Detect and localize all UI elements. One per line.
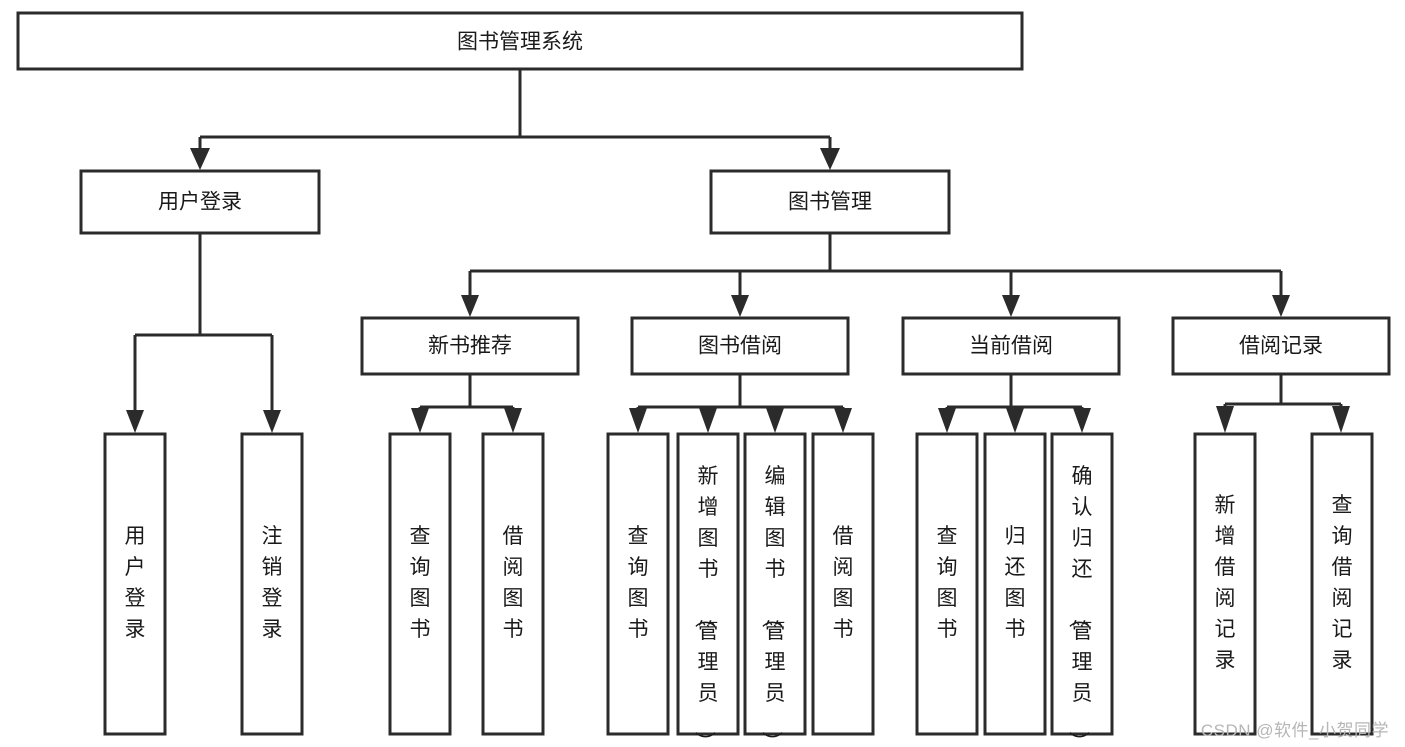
arrowhead-leaf-borrow-book-2 [834,408,852,433]
node-leaf-user-login[interactable]: 用户登录 [103,432,167,736]
node-leaf-user-login-label: 用户登录 [125,525,146,641]
arrowhead-leaf-query-record [1332,406,1350,433]
node-current-borrow[interactable]: 当前借阅 [901,316,1121,376]
node-leaf-borrow-book-1-label: 借阅图书 [503,525,524,641]
arrowhead-user-login [190,148,210,170]
arrowhead-leaf-confirm-return [1073,408,1091,433]
node-leaf-return-book-box[interactable] [983,432,1047,736]
arrowhead-new-book-rec [461,295,479,317]
arrowhead-leaf-return-book [1006,408,1024,433]
node-new-book-rec-label: 新书推荐 [428,335,512,358]
arrowhead-leaf-query-book-1 [411,408,429,433]
node-leaf-return-book-label: 归还图书 [1005,525,1026,641]
node-leaf-query-book-1-box[interactable] [388,432,452,736]
node-book-manage-label: 图书管理 [788,191,872,214]
arrowhead-leaf-user-login [126,410,144,433]
arrowhead-leaf-query-book-2 [629,408,647,433]
arrowhead-book-manage [820,148,840,170]
arrowhead-borrow-record [1272,295,1290,317]
node-leaf-edit-book[interactable]: 编辑图书（管理员） [743,432,807,747]
node-book-borrow-box[interactable] [630,316,850,376]
arrowhead-leaf-user-logout [263,410,281,433]
node-leaf-query-book-3[interactable]: 查询图书 [915,432,979,736]
node-leaf-query-book-3-label: 查询图书 [937,525,958,641]
node-leaf-add-record-box[interactable] [1193,432,1257,736]
node-leaf-query-book-3-box[interactable] [915,432,979,736]
arrowhead-leaf-add-record [1216,406,1234,433]
node-book-borrow-label: 图书借阅 [698,335,782,358]
node-leaf-edit-book-box[interactable] [743,432,807,736]
node-leaf-add-record-label: 新增借阅记录 [1215,494,1236,672]
node-leaf-query-book-2[interactable]: 查询图书 [606,432,670,736]
arrowhead-leaf-edit-book [766,408,784,433]
node-user-login-label: 用户登录 [158,191,242,214]
node-user-login[interactable]: 用户登录 [79,169,321,235]
connector-layer [126,69,1350,433]
node-leaf-user-logout[interactable]: 注销登录 [240,432,304,736]
arrowhead-leaf-query-book-3 [938,408,956,433]
arrowhead-book-borrow [731,295,749,317]
node-leaf-borrow-book-2-box[interactable] [811,432,875,736]
node-root[interactable]: 图书管理系统 [16,11,1024,71]
node-borrow-record-label: 借阅记录 [1239,335,1323,358]
node-leaf-query-book-2-label: 查询图书 [628,525,649,641]
node-leaf-query-record-box[interactable] [1310,432,1374,736]
node-leaf-confirm-return[interactable]: 确认归还（管理员） [1050,432,1114,747]
node-leaf-add-book-box[interactable] [676,432,740,736]
node-current-borrow-box[interactable] [901,316,1121,376]
node-new-book-rec-box[interactable] [360,316,580,376]
node-leaf-query-record[interactable]: 查询借阅记录 [1310,432,1374,736]
node-leaf-user-logout-box[interactable] [240,432,304,736]
node-leaf-return-book[interactable]: 归还图书 [983,432,1047,736]
arrowhead-leaf-add-book [699,408,717,433]
node-leaf-add-record[interactable]: 新增借阅记录 [1193,432,1257,736]
node-new-book-rec[interactable]: 新书推荐 [360,316,580,376]
node-leaf-query-book-1[interactable]: 查询图书 [388,432,452,736]
node-root-box[interactable] [16,11,1024,71]
leaf-node-layer: 用户登录 注销登录 查询图书 借阅图书 查询图书 新增图书（管理员） 编辑图书（管理员） 借阅… [103,432,1374,747]
node-root-label: 图书管理系统 [457,31,583,54]
node-current-borrow-label: 当前借阅 [969,335,1053,358]
node-leaf-user-login-box[interactable] [103,432,167,736]
node-book-manage[interactable]: 图书管理 [709,169,951,235]
node-leaf-add-book[interactable]: 新增图书（管理员） [676,432,740,747]
arrowhead-leaf-borrow-book-1 [504,408,522,433]
node-leaf-borrow-book-2-label: 借阅图书 [833,525,854,641]
node-leaf-user-logout-label: 注销登录 [262,525,283,641]
node-leaf-borrow-book-1-box[interactable] [481,432,545,736]
node-leaf-add-book-label: 新增图书（管理员） [693,465,719,747]
node-leaf-query-record-label: 查询借阅记录 [1332,494,1353,672]
node-leaf-confirm-return-label: 确认归还（管理员） [1067,465,1093,747]
arrowhead-current-borrow [1002,295,1020,317]
node-leaf-edit-book-label: 编辑图书（管理员） [760,465,786,747]
node-leaf-borrow-book-2[interactable]: 借阅图书 [811,432,875,736]
node-leaf-query-book-2-box[interactable] [606,432,670,736]
node-book-borrow[interactable]: 图书借阅 [630,316,850,376]
node-leaf-confirm-return-box[interactable] [1050,432,1114,736]
node-borrow-record[interactable]: 借阅记录 [1171,316,1391,376]
node-borrow-record-box[interactable] [1171,316,1391,376]
node-leaf-query-book-1-label: 查询图书 [410,525,431,641]
node-leaf-borrow-book-1[interactable]: 借阅图书 [481,432,545,736]
node-book-manage-box[interactable] [709,169,951,235]
node-user-login-box[interactable] [79,169,321,235]
